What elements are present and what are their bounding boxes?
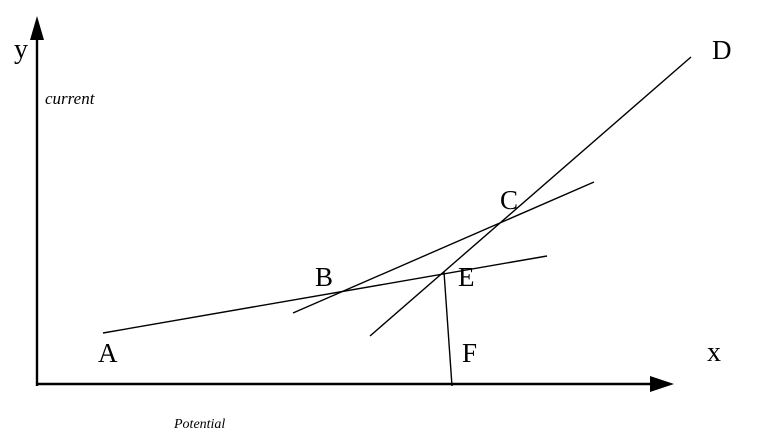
line-a-to-e [102,255,548,334]
point-label-a: A [98,338,118,368]
y-axis-letter: y [14,34,28,65]
point-label-c: C [500,185,518,215]
y-axis-arrowhead [30,16,44,40]
x-axis-letter: x [707,337,721,368]
line-e-to-f [443,271,453,387]
point-label-e: E [458,262,475,292]
x-axis-caption: Potential [173,417,225,432]
line-d [369,56,692,337]
line-b-to-c [292,181,595,314]
point-label-b: B [315,262,333,292]
x-axis-arrowhead [650,376,674,392]
point-label-d: D [712,35,732,65]
y-axis-caption: current [45,89,96,108]
point-label-f: F [462,338,477,368]
